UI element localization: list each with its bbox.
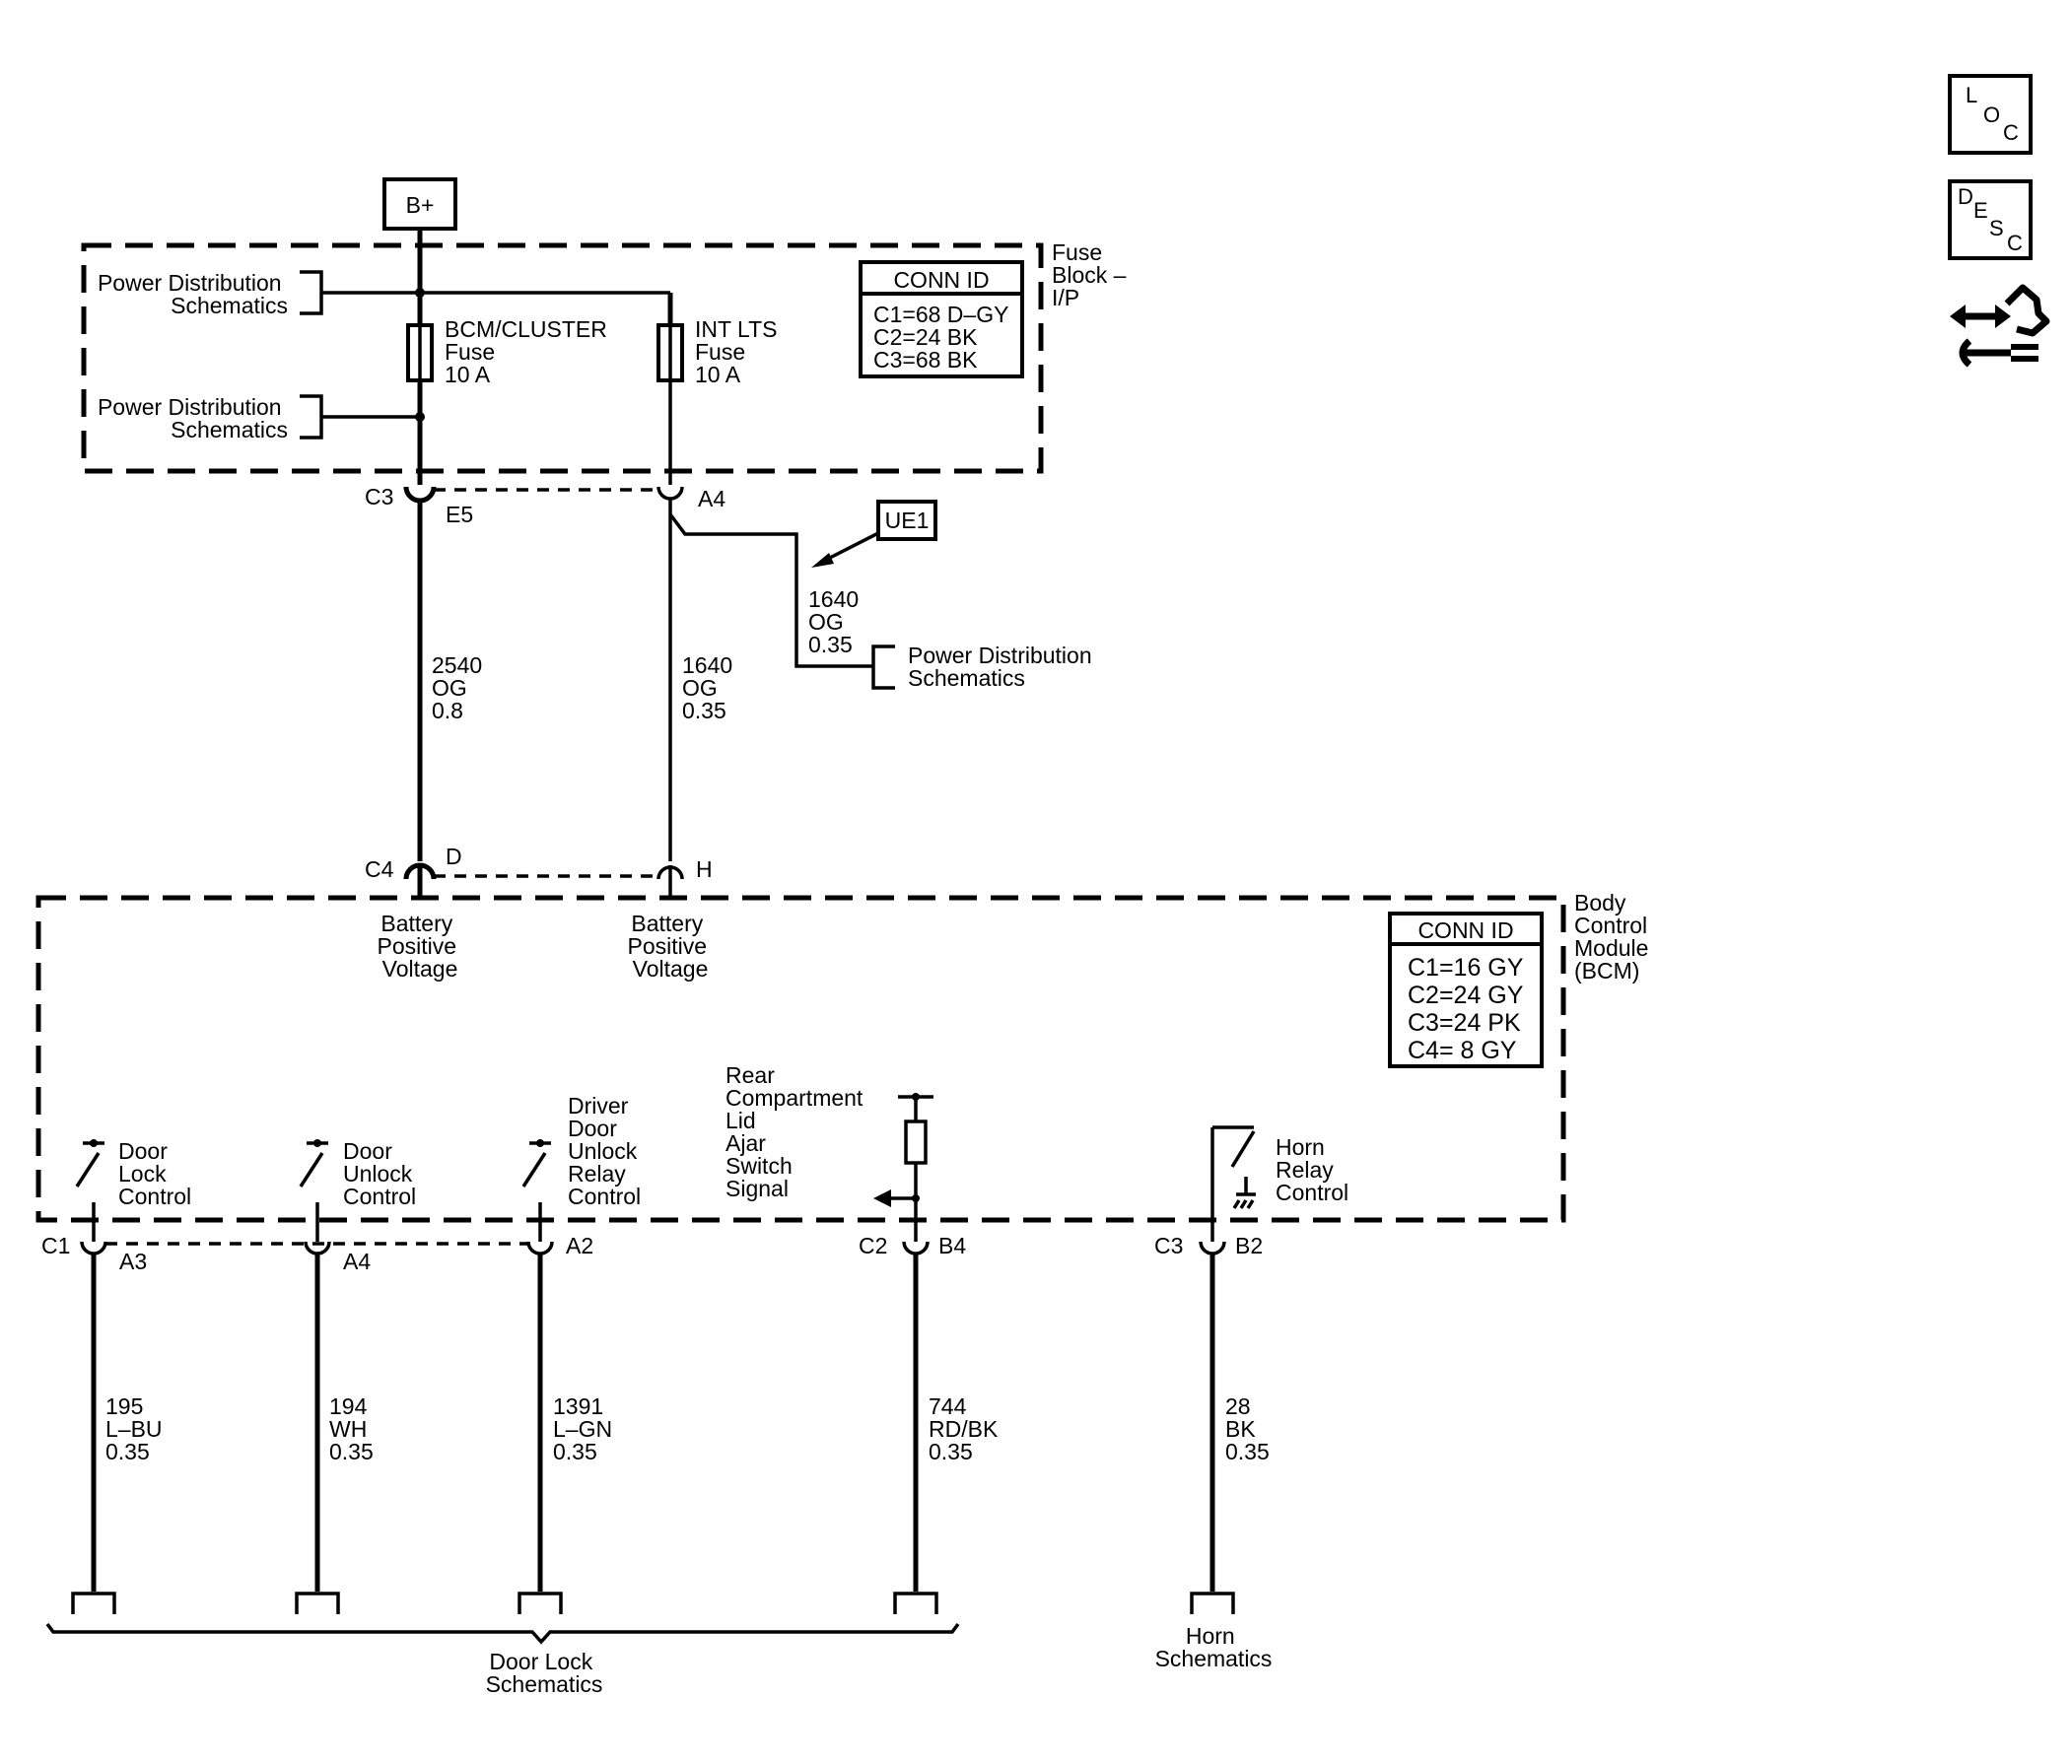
svg-text:CONN ID: CONN ID xyxy=(1417,917,1513,943)
door-lock-brace xyxy=(45,1622,960,1645)
horn-schematics-ref[interactable]: Horn Schematics xyxy=(1155,1623,1273,1671)
svg-text:C1=16 GY C2=24 GY: C1=16 GY C2=24 GY C3=24 PK C4= 8 GY xyxy=(1408,954,1530,1064)
svg-text:C: C xyxy=(2007,231,2023,255)
h-pin-label: H xyxy=(696,856,713,882)
power-distribution-ref-1[interactable]: Power Distribution Schematics xyxy=(98,270,288,318)
rear-compartment-ajar-label: Rear Compartment Lid Ajar Switch Signal xyxy=(725,1062,869,1201)
b4-label: B4 xyxy=(938,1233,966,1258)
terminal-195 xyxy=(71,1592,116,1614)
svg-text:C: C xyxy=(2003,120,2019,145)
wire-1391-label: 1391 L–GN 0.35 xyxy=(553,1393,618,1464)
door-lock-control-label: Door Lock Control xyxy=(118,1138,191,1209)
wire-194-label: 194 WH 0.35 xyxy=(329,1393,374,1464)
e5-label: E5 xyxy=(446,502,473,527)
power-distribution-ref-2[interactable]: Power Distribution Schematics xyxy=(98,394,288,442)
connector-c3-b2 xyxy=(1199,1241,1226,1255)
wire-744-label: 744 RD/BK 0.35 xyxy=(929,1393,1004,1464)
connector-c1-a3 xyxy=(80,1241,107,1255)
pd-ref-1-bracket xyxy=(300,270,323,315)
terminal-194 xyxy=(295,1592,340,1614)
connector-c3-e5 xyxy=(403,486,437,504)
svg-text:C1=68 D–GY C2=24 BK: C1=68 D–GY C2=24 BK C3=68 BK xyxy=(873,302,1014,373)
power-distribution-ref-3[interactable]: Power Distribution Schematics xyxy=(908,643,1098,691)
a4-upper-label: A4 xyxy=(698,486,725,511)
ue1-option-tag: UE1 xyxy=(811,500,937,568)
svg-text:O: O xyxy=(1983,102,2000,127)
fuse-block-conn-id-table: CONN ID C1=68 D–GY C2=24 BK C3=68 BK xyxy=(859,260,1024,378)
horn-relay-control-label: Horn Relay Control xyxy=(1276,1134,1348,1205)
a4-lower-label: A4 xyxy=(343,1249,371,1274)
connector-c1-a2 xyxy=(526,1241,554,1255)
driver-door-unlock-relay-label: Driver Door Unlock Relay Control xyxy=(568,1093,644,1209)
battery-positive-voltage-1: Battery Positive Voltage xyxy=(378,911,463,982)
battery-positive-voltage-2: Battery Positive Voltage xyxy=(628,911,714,982)
int-lts-fuse-label: INT LTS Fuse 10 A xyxy=(695,316,784,387)
door-unlock-control-switch xyxy=(299,1139,328,1242)
c1-label: C1 xyxy=(41,1233,70,1258)
connector-tool-icon[interactable] xyxy=(1950,284,2050,368)
bcm-outline xyxy=(35,895,1566,1223)
c3-label: C3 xyxy=(365,484,393,509)
svg-text:L: L xyxy=(1966,83,1977,107)
bcm-name: Body Control Module (BCM) xyxy=(1574,890,1655,984)
terminal-744 xyxy=(893,1592,938,1614)
bcm-cluster-fuse-label: BCM/CLUSTER Fuse 10 A xyxy=(445,316,613,387)
svg-text:UE1: UE1 xyxy=(885,508,930,533)
a3-label: A3 xyxy=(119,1249,147,1274)
battery-source-label: B+ xyxy=(406,192,435,218)
branch-1640-wire xyxy=(668,512,873,668)
wire-195-label: 195 L–BU 0.35 xyxy=(105,1393,169,1464)
c2-label: C2 xyxy=(859,1233,887,1258)
branch-wire-label: 1640 OG 0.35 xyxy=(808,586,865,657)
terminal-1391 xyxy=(518,1592,563,1614)
wire-2540-label: 2540 OG 0.8 xyxy=(432,652,489,723)
door-lock-control-switch xyxy=(75,1139,104,1242)
connector-c2-b4 xyxy=(902,1241,930,1255)
horn-relay-driver-switch xyxy=(1210,1125,1256,1242)
svg-text:S: S xyxy=(1989,216,2004,240)
wire-1640-label: 1640 OG 0.35 xyxy=(682,652,739,723)
door-lock-schematics-ref[interactable]: Door Lock Schematics xyxy=(486,1649,603,1697)
connector-c3-a4 xyxy=(656,486,684,501)
pd-ref-2-bracket xyxy=(300,394,323,440)
wire-28-label: 28 BK 0.35 xyxy=(1225,1393,1270,1464)
c3-lower-label: C3 xyxy=(1154,1233,1183,1258)
svg-text:E: E xyxy=(1973,198,1988,223)
c4-label: C4 xyxy=(365,856,394,882)
b2-label: B2 xyxy=(1235,1233,1263,1258)
rear-ajar-pullup-resistor xyxy=(873,1093,933,1242)
a2-label: A2 xyxy=(566,1233,593,1258)
terminal-28 xyxy=(1190,1592,1235,1614)
desc-button[interactable]: D E S C xyxy=(1948,179,2033,260)
pd-ref-3-bracket xyxy=(871,645,895,690)
fuse-block-name: Fuse Block – I/P xyxy=(1052,239,1133,310)
bcm-conn-id-table: CONN ID C1=16 GY C2=24 GY C3=24 PK C4= 8… xyxy=(1388,912,1544,1068)
loc-button[interactable]: L O C xyxy=(1948,74,2033,155)
svg-text:D: D xyxy=(1958,184,1973,209)
fuse-block-outline xyxy=(81,242,1044,474)
d-pin-label: D xyxy=(446,844,462,869)
door-unlock-control-label: Door Unlock Control xyxy=(343,1138,419,1209)
svg-text:CONN ID: CONN ID xyxy=(893,267,989,293)
driver-door-unlock-relay-switch xyxy=(521,1139,551,1242)
